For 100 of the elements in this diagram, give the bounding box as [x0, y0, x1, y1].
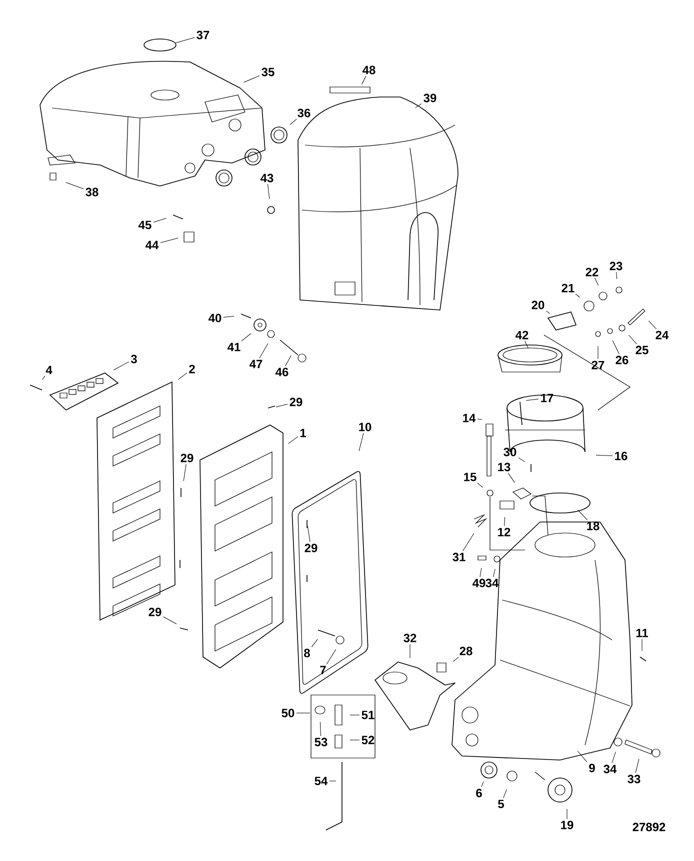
leader-line [176, 37, 195, 44]
callout-number: 34 [604, 764, 617, 774]
callout-number: 10 [359, 422, 372, 432]
callout-number: 8 [304, 648, 310, 658]
callout-number: 29 [148, 608, 162, 616]
leader-line [66, 182, 84, 190]
leader-line [452, 656, 459, 662]
leader-line [183, 464, 186, 482]
leader-line [113, 362, 130, 370]
leader-line [477, 418, 482, 420]
callout-number: 30 [504, 448, 516, 456]
callout-number: 22 [586, 268, 598, 276]
callout-number: 27 [592, 360, 604, 370]
leader-line [518, 457, 525, 462]
leader-line [362, 76, 366, 85]
callout-number: 16 [615, 452, 628, 460]
leader-line [596, 454, 613, 456]
callout-number: 3 [130, 354, 137, 364]
leader-line [290, 118, 297, 125]
leader-line [276, 404, 288, 408]
leader-line [635, 758, 640, 774]
drawing-number: 27892 [632, 822, 666, 832]
callout-number: 32 [404, 634, 416, 642]
callout-number: 50 [282, 708, 294, 718]
callout-number: 52 [362, 736, 374, 744]
leader-line [462, 533, 474, 552]
leader-line [311, 638, 318, 648]
leader-line [296, 712, 310, 714]
callout-number: 13 [498, 462, 510, 472]
leader-line [508, 472, 515, 483]
callout-number: 45 [138, 220, 152, 230]
callout-number: 40 [208, 314, 222, 322]
callout-number: 11 [636, 628, 648, 638]
leader-line [546, 310, 550, 314]
leader-line [307, 526, 310, 542]
leader-line [577, 750, 588, 762]
callout-number: 7 [320, 666, 326, 674]
callout-number: 23 [610, 262, 622, 270]
callout-number: 18 [587, 522, 600, 530]
callout-number: 35 [262, 68, 274, 76]
callout-number: 5 [498, 800, 504, 808]
leader-line [612, 340, 620, 354]
leader-line [616, 272, 618, 280]
leader-line [566, 808, 568, 820]
callout-number: 46 [276, 368, 288, 376]
leader-line [350, 714, 360, 716]
leader-line [241, 333, 252, 342]
leader-line [329, 780, 336, 782]
callout-number: 29 [290, 398, 302, 406]
leader-line [153, 218, 166, 223]
callout-number: 38 [86, 188, 98, 196]
callout-number: 12 [498, 528, 510, 536]
leader-line [288, 436, 298, 444]
callout-number: 25 [636, 346, 648, 354]
leader-line [578, 510, 588, 520]
leader-line [243, 75, 260, 83]
callout-number: 34 [486, 578, 499, 588]
callout-number: 24 [656, 330, 669, 340]
callout-number: 4 [46, 366, 52, 374]
callout-number: 9 [589, 764, 595, 772]
leader-line [481, 781, 484, 788]
leader-line [326, 649, 336, 664]
leader-line [612, 752, 616, 764]
leader-line [178, 372, 188, 380]
leader-line [594, 278, 599, 286]
callout-number: 54 [314, 776, 328, 786]
callout-number: 19 [561, 820, 574, 830]
callout-number: 42 [516, 330, 528, 340]
leader-line [648, 320, 657, 330]
callout-number: 33 [628, 774, 640, 784]
leader-line [504, 516, 506, 526]
leader-line [526, 398, 539, 401]
leader-line [493, 568, 496, 578]
callout-number: 44 [146, 240, 159, 250]
leader-line [575, 294, 580, 298]
callout-number: 47 [250, 360, 262, 368]
leader-line [160, 238, 178, 243]
callout-number: 36 [298, 108, 310, 118]
callout-number: 29 [180, 454, 194, 462]
callout-number: 31 [452, 552, 466, 562]
leader-line [480, 568, 482, 578]
leader-line [285, 355, 292, 366]
callout-number: 1 [300, 428, 306, 438]
callout-number: 29 [304, 544, 318, 552]
leader-line [524, 340, 529, 349]
callout-number: 49 [472, 578, 486, 588]
callout-number: 6 [476, 788, 482, 798]
leader-line [415, 103, 422, 108]
callout-number: 26 [616, 356, 628, 364]
leader-line [267, 184, 270, 200]
leader-line [259, 343, 268, 358]
leader-line [163, 616, 177, 624]
leader-line [503, 789, 507, 798]
callout-number: 14 [463, 414, 476, 422]
callout-number: 2 [189, 364, 195, 374]
leader-line [320, 722, 321, 736]
callout-number: 43 [260, 174, 274, 182]
callout-number: 48 [362, 66, 376, 74]
callout-number: 41 [228, 342, 240, 352]
callout-number: 28 [460, 646, 472, 656]
